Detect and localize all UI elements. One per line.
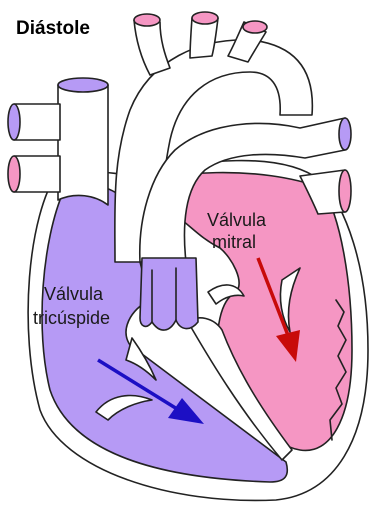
aorta-branch-1 — [134, 20, 170, 75]
tricuspid-valve-label-line1: Válvula — [44, 284, 104, 304]
mitral-valve-label-line2: mitral — [212, 232, 256, 252]
aorta-branch-1-opening — [134, 14, 160, 26]
pulmonary-vein-lower-left — [14, 156, 60, 192]
pulmonary-vein-upper-left — [14, 104, 60, 140]
pulmonary-artery-opening — [339, 118, 351, 150]
superior-vena-cava — [58, 85, 108, 205]
pulmonary-vein-right-opening — [339, 170, 351, 212]
tricuspid-valve-label-line2: tricúspide — [33, 308, 110, 328]
semilunar-valve — [140, 258, 198, 330]
aorta-branch-2-opening — [192, 12, 218, 24]
diagram-title: Diástole — [16, 18, 90, 39]
aorta-branch-3-opening — [243, 21, 267, 33]
superior-vena-cava-opening — [58, 78, 108, 92]
pulmonary-vein-upper-left-opening — [8, 104, 20, 140]
pulmonary-vein-lower-left-opening — [8, 156, 20, 192]
mitral-valve-label-line1: Válvula — [207, 210, 267, 230]
